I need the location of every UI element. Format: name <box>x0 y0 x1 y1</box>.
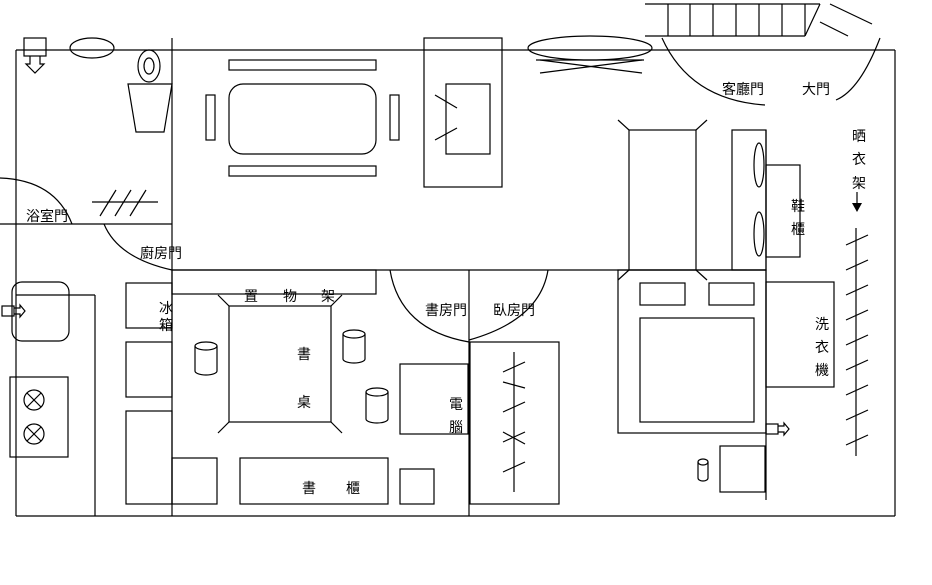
faucet-icon <box>1 303 26 319</box>
kitchen-door-swing-arc <box>103 223 173 271</box>
main-door-swing-arc <box>661 37 766 106</box>
tv-cabinet <box>423 37 503 188</box>
sofa <box>617 119 708 281</box>
study-door-label: 書房門 <box>425 303 467 319</box>
staircase <box>645 3 873 37</box>
shoe-cabinet-label-1: 鞋 <box>791 199 805 215</box>
faucet-icon-2 <box>765 421 790 437</box>
washing-machine-label-2: 衣 <box>815 340 829 356</box>
storage-shelf-label-3: 架 <box>321 289 335 305</box>
interior-walls <box>0 38 767 516</box>
computer-label-2: 腦 <box>449 420 463 436</box>
drying-rack <box>845 228 869 456</box>
refrigerator-label-2: 箱 <box>159 318 173 334</box>
wardrobe <box>469 341 560 505</box>
stove <box>9 376 69 458</box>
computer-desk <box>399 363 469 435</box>
bathroom-door-label: 浴室門 <box>26 208 68 225</box>
kitchen-door-label: 廚房門 <box>140 245 182 262</box>
washing-machine-label-1: 洗 <box>815 317 829 333</box>
dining-table-set <box>205 59 400 177</box>
bookcase-label-1: 書 <box>302 481 316 497</box>
nightstand <box>697 445 766 493</box>
shoe-cabinet <box>731 129 801 271</box>
bookcase-label-2: 櫃 <box>346 481 360 497</box>
drain-icon <box>23 37 47 74</box>
living-room-door-label: 客廳門 <box>722 81 764 98</box>
computer-label-1: 電 <box>449 397 463 413</box>
shoe-cabinet-label-2: 櫃 <box>791 222 805 238</box>
main-door-label: 大門 <box>802 82 830 98</box>
bookcase <box>171 457 435 505</box>
storage-shelf <box>171 269 377 295</box>
refrigerator-label-1: 冰 <box>159 301 173 317</box>
study-door-swing-arc <box>389 269 470 343</box>
desk <box>217 294 343 434</box>
bedroom-door-label: 臥房門 <box>493 303 535 319</box>
washing-machine-label-3: 機 <box>815 363 829 379</box>
storage-shelf-label-2: 物 <box>283 289 297 305</box>
bedroom-door-swing-arc <box>468 269 549 341</box>
drying-rack-label-2: 衣 <box>852 152 866 168</box>
sink <box>11 281 70 342</box>
washing-machine <box>765 281 835 388</box>
oval-bench <box>527 35 653 74</box>
desk-label-1: 書 <box>297 347 311 363</box>
bed <box>617 269 767 434</box>
desk-label-2: 桌 <box>297 395 311 411</box>
main-door-swing-arc-2 <box>835 37 881 101</box>
drying-rack-label-3: 架 <box>852 176 866 192</box>
bathroom-fixtures <box>23 37 173 217</box>
stools <box>194 329 389 424</box>
bathroom-door-swing-arc <box>0 177 73 225</box>
storage-shelf-label-1: 置 <box>244 289 258 305</box>
arrow-down-icon <box>852 192 862 212</box>
drying-rack-label-1: 晒 <box>852 129 866 145</box>
outer-walls <box>15 49 896 517</box>
